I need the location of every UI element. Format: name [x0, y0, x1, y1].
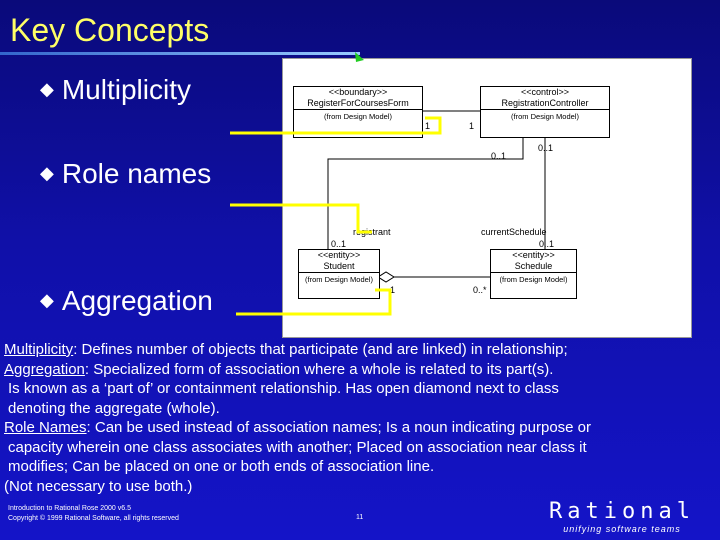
bullet-role-names: ◆ Role names	[40, 158, 211, 190]
slide-title: Key Concepts	[10, 12, 210, 48]
multiplicity-label: 1	[469, 121, 475, 131]
multiplicity-term: Multiplicity	[4, 341, 74, 358]
aggregation-line-2: Is known as a ‘part of’ or containment r…	[8, 380, 559, 397]
diamond-bullet-icon: ◆	[40, 163, 54, 183]
role-names-line-2: capacity wherein one class associates wi…	[8, 438, 587, 456]
class-name: Schedule	[514, 261, 553, 271]
class-note: (from Design Model)	[491, 272, 576, 285]
aggregation-diamond-icon	[377, 271, 395, 283]
multiplicity-definition: Multiplicity: Defines number of objects …	[4, 340, 718, 360]
footer-info: Introduction to Rational Rose 2000 v6.5 …	[8, 504, 179, 524]
uml-class-diagram: <<boundary>> RegisterForCoursesForm (fro…	[282, 58, 692, 338]
bullet-multiplicity: ◆ Multiplicity	[40, 74, 191, 106]
note-line: (Not necessary to use both.)	[4, 477, 193, 495]
class-stereotype: <<entity>>	[512, 250, 555, 260]
class-note: (from Design Model)	[299, 272, 379, 285]
callout-role-line	[230, 203, 372, 234]
role-names-line-3: modifies; Can be placed on one or both e…	[8, 458, 435, 475]
role-name-label: currentSchedule	[481, 227, 547, 237]
aggregation-line-3: denoting the aggregate (whole).	[8, 399, 220, 417]
class-stereotype: <<control>>	[520, 87, 570, 97]
bullet-label: Multiplicity	[61, 74, 191, 105]
callout-multiplicity-line	[230, 116, 442, 135]
multiplicity-label: 1	[425, 121, 431, 131]
callout-aggregation-line	[236, 288, 392, 316]
diamond-bullet-icon: ◆	[40, 290, 54, 310]
class-name: Student	[323, 261, 355, 271]
title-underline	[0, 52, 360, 55]
class-note: (from Design Model)	[294, 109, 422, 122]
rational-logo: Rational unifying software teams	[532, 499, 712, 535]
logo-tagline: unifying software teams	[563, 524, 681, 534]
class-student: <<entity>> Student (from Design Model)	[298, 249, 380, 299]
logo-name: Rational	[549, 499, 695, 524]
multiplicity-label: 0..1	[491, 151, 507, 161]
multiplicity-label: 0..1	[538, 143, 554, 153]
footer-course: Introduction to Rational Rose 2000 v6.5	[8, 505, 131, 512]
class-registration-controller: <<control>> RegistrationController (from…	[480, 86, 610, 138]
definitions-text: Multiplicity: Defines number of objects …	[4, 340, 718, 496]
role-names-text: : Can be used instead of association nam…	[86, 419, 592, 436]
class-stereotype: <<boundary>>	[328, 87, 388, 97]
footer-copyright: Copyright © 1999 Rational Software, all …	[8, 515, 179, 522]
multiplicity-label: 0..1	[539, 239, 555, 249]
multiplicity-label: 1	[390, 285, 396, 295]
class-register-form: <<boundary>> RegisterForCoursesForm (fro…	[293, 86, 423, 138]
class-stereotype: <<entity>>	[317, 250, 361, 260]
page-number: 11	[356, 514, 364, 521]
aggregation-definition: Aggregation: Specialized form of associa…	[4, 360, 718, 380]
class-name: RegisterForCoursesForm	[307, 98, 409, 108]
aggregation-term: Aggregation	[4, 360, 85, 378]
role-names-term: Role Names	[4, 419, 87, 436]
role-names-definition: Role Names: Can be used instead of assoc…	[4, 418, 718, 438]
multiplicity-text: : Defines number of objects that partici…	[73, 341, 568, 358]
multiplicity-label: 0..1	[331, 239, 347, 249]
multiplicity-label: 0..*	[473, 285, 487, 295]
bullet-label: Aggregation	[61, 285, 213, 316]
aggregation-text: : Specialized form of association where …	[84, 360, 554, 378]
class-schedule: <<entity>> Schedule (from Design Model)	[490, 249, 577, 299]
class-name: RegistrationController	[501, 98, 589, 108]
pointer-arrow-icon	[355, 52, 364, 62]
bullet-label: Role names	[61, 158, 212, 189]
diamond-bullet-icon: ◆	[40, 79, 54, 99]
bullet-aggregation: ◆ Aggregation	[40, 285, 213, 317]
class-note: (from Design Model)	[481, 109, 609, 122]
